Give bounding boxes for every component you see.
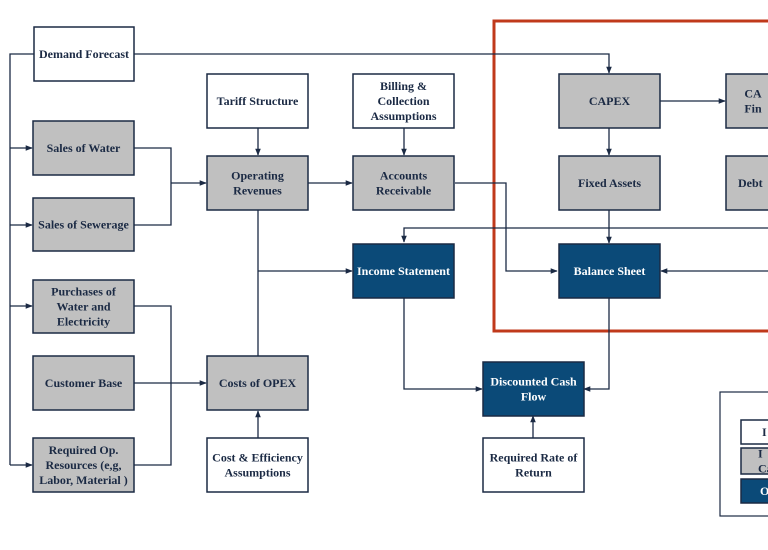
node-capex: CAPEX [558, 73, 661, 129]
node-label-line: I [762, 425, 767, 439]
node-box [740, 447, 768, 475]
node-box [32, 197, 135, 252]
node-label-line: I [758, 447, 763, 461]
connectors [9, 53, 768, 468]
node-box [558, 73, 661, 129]
connector-feedback-to-income [401, 227, 768, 243]
capex-highlight-frame [492, 19, 768, 333]
node-label-line: Electricity [57, 315, 110, 329]
node-box [32, 355, 135, 411]
node-box [558, 155, 661, 211]
node-label-line: Receivable [376, 184, 432, 198]
connector-purchases-bus [134, 305, 172, 466]
node-label-line: Collection [378, 94, 430, 108]
node-box [206, 355, 309, 411]
node-label-line: Cal [758, 462, 768, 476]
node-label-line: O [760, 484, 768, 498]
node-box [32, 120, 135, 176]
node-income-statement: Income Statement [352, 243, 455, 299]
node-sales-water: Sales of Water [32, 120, 135, 176]
connector-demand-to-capex [134, 53, 612, 74]
node-label-line: Debt [738, 176, 763, 190]
node-required-resources: Required Op.Resources (e,g,Labor, Materi… [32, 437, 135, 493]
node-label-line: Water and [56, 300, 110, 314]
node-box [32, 437, 135, 493]
node-box [206, 437, 309, 493]
connector-ar-to-balance [455, 182, 558, 274]
connector-demand-bus [9, 53, 34, 465]
node-box [725, 155, 768, 211]
node-label-line: Accounts [380, 169, 428, 183]
node-box [725, 73, 768, 129]
node-label-line: Labor, Material ) [39, 473, 128, 487]
node-legend-input: I [740, 419, 768, 445]
node-box [206, 73, 309, 129]
node-label-line: Sales of Water [47, 141, 121, 155]
node-label-line: Return [515, 466, 552, 480]
node-label-line: Customer Base [45, 376, 123, 390]
node-customer-base: Customer Base [32, 355, 135, 411]
node-box [482, 437, 585, 493]
node-label-line: Revenues [233, 184, 282, 198]
node-label-line: Resources (e,g, [45, 458, 121, 472]
node-label-line: Purchases of [51, 285, 117, 299]
node-label-line: Billing & [380, 79, 427, 93]
node-tariff-structure: Tariff Structure [206, 73, 309, 129]
node-legend-output: O [740, 478, 768, 504]
node-fixed-assets: Fixed Assets [558, 155, 661, 211]
node-label-line: Demand Forecast [39, 47, 129, 61]
node-balance-sheet: Balance Sheet [558, 243, 661, 299]
node-label-line: Flow [521, 390, 547, 404]
node-label-line: CA [744, 87, 762, 101]
connector-income-to-dcf [403, 298, 483, 392]
node-label-line: Income Statement [357, 264, 450, 278]
node-box [352, 73, 455, 129]
node-label-line: Required Op. [49, 443, 119, 457]
node-sales-sewerage: Sales of Sewerage [32, 197, 135, 252]
node-box [352, 155, 455, 211]
node-box [352, 243, 455, 299]
node-label-line: Operating [231, 169, 284, 183]
node-label-line: Assumptions [224, 466, 290, 480]
node-box [206, 155, 309, 211]
node-box [32, 279, 135, 334]
connector-sales-water-bus [134, 147, 172, 226]
node-label-line: Sales of Sewerage [38, 218, 129, 232]
node-label-line: Costs of OPEX [219, 376, 297, 390]
node-box [482, 361, 585, 417]
node-demand-forecast: Demand Forecast [33, 26, 135, 82]
node-box [33, 26, 135, 82]
node-label-line: Balance Sheet [574, 264, 646, 278]
connector-balance-to-dcf [583, 298, 610, 392]
node-box [558, 243, 661, 299]
node-box [740, 478, 768, 504]
node-label-line: Required Rate of [490, 451, 579, 465]
node-box [740, 419, 768, 445]
node-label-line: Tariff Structure [217, 94, 299, 108]
node-costs-opex: Costs of OPEX [206, 355, 309, 411]
node-legend-calc: ICal [740, 447, 768, 476]
node-label-line: Fin [744, 102, 762, 116]
node-label-line: Cost & Efficiency [212, 451, 303, 465]
node-label-line: Assumptions [370, 109, 436, 123]
node-label-line: Discounted Cash [490, 375, 577, 389]
node-label-line: Fixed Assets [578, 176, 641, 190]
node-debt: Debt [725, 155, 768, 211]
node-label-line: CAPEX [589, 94, 631, 108]
